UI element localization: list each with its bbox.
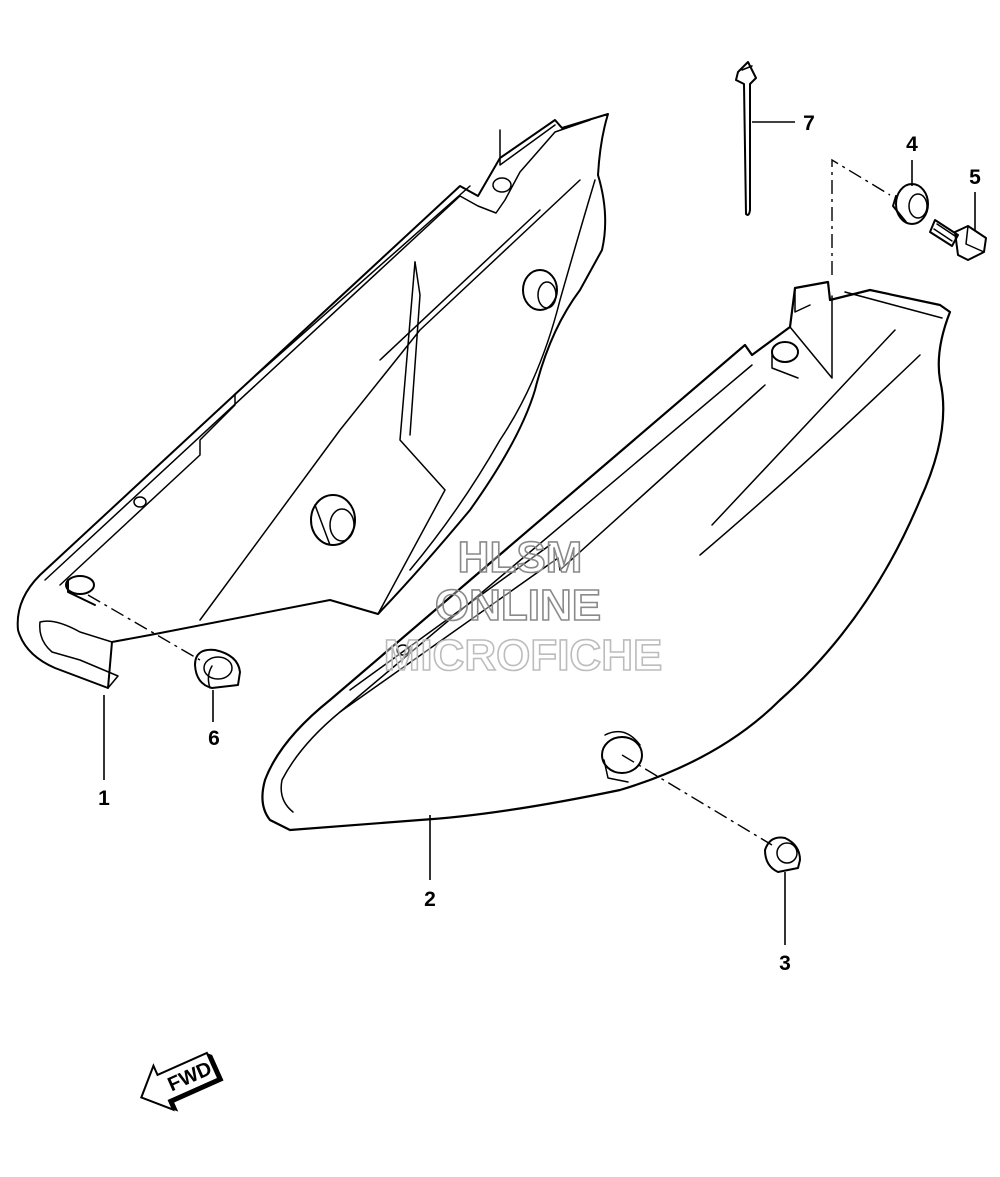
callout-2: 2 bbox=[424, 888, 436, 911]
callout-1: 1 bbox=[98, 787, 110, 810]
part-7-cable-tie bbox=[735, 61, 795, 216]
watermark-line-3: MICROFICHE bbox=[384, 631, 663, 680]
part-1-frame-cover-left bbox=[16, 113, 609, 689]
fwd-arrow: FWD bbox=[139, 1051, 224, 1112]
callout-4: 4 bbox=[906, 133, 918, 156]
callout-5: 5 bbox=[969, 166, 981, 189]
watermark-line-1: HLSM bbox=[458, 533, 583, 582]
part-3-grommet bbox=[764, 836, 801, 945]
part-2-frame-cover-right bbox=[261, 280, 952, 832]
callout-6: 6 bbox=[208, 727, 220, 750]
part-6-cushion bbox=[194, 648, 241, 722]
watermark-line-2: ONLINE bbox=[435, 581, 601, 630]
callout-7: 7 bbox=[803, 112, 815, 135]
callout-labels: 1 2 3 4 5 6 7 bbox=[98, 112, 981, 975]
leader-lines bbox=[87, 158, 891, 880]
part-4-cushion bbox=[892, 160, 929, 225]
part-5-bolt bbox=[929, 192, 987, 261]
callout-3: 3 bbox=[779, 952, 791, 975]
watermark: HLSM ONLINE MICROFICHE bbox=[383, 532, 663, 681]
